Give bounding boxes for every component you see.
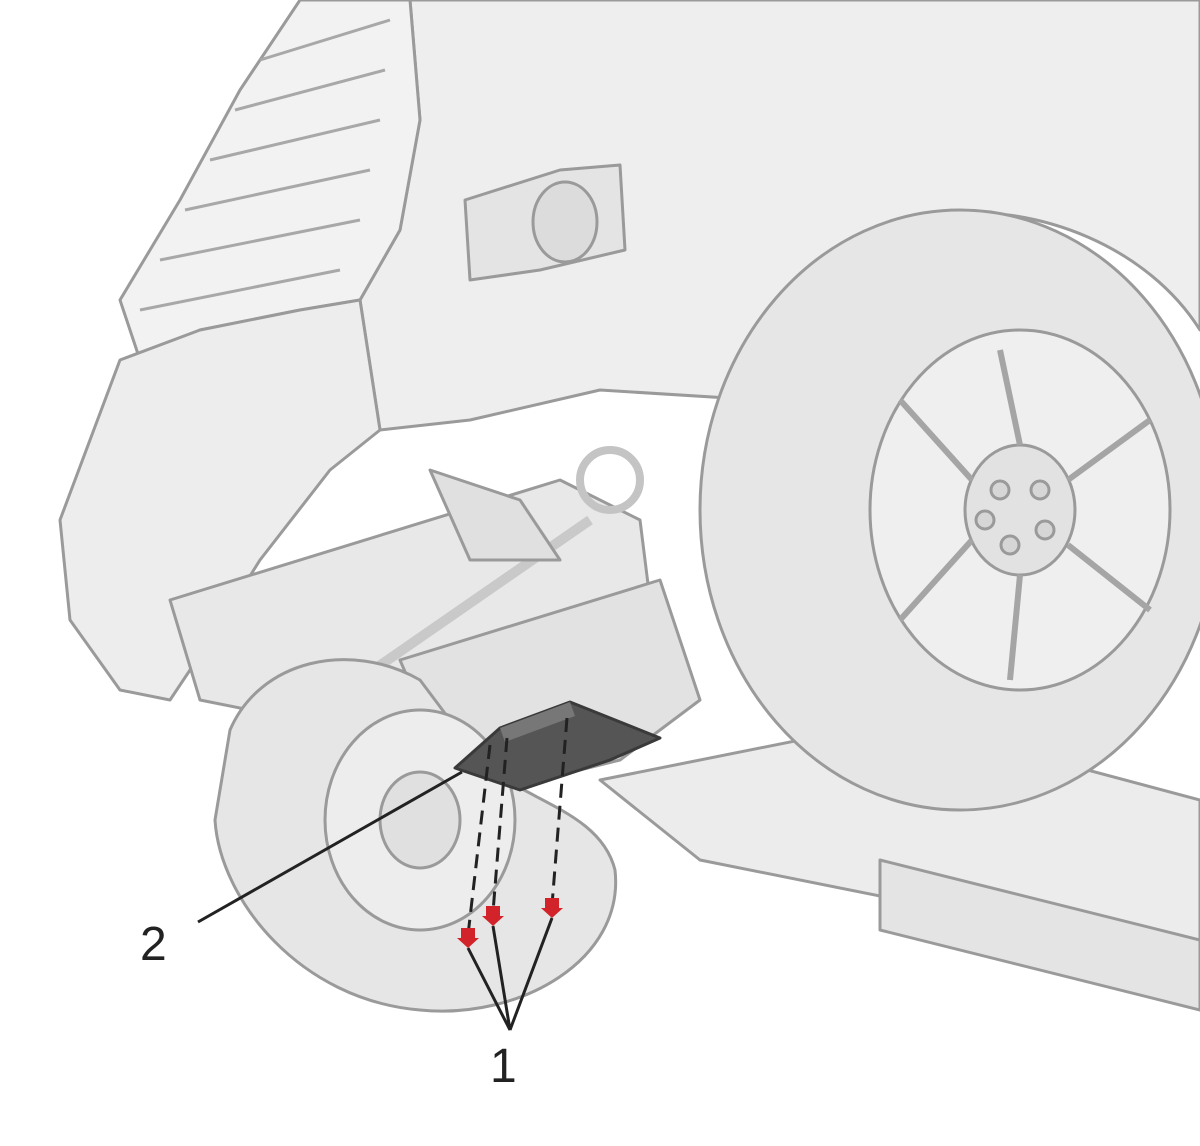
callout-label-1: 1 [490, 1040, 517, 1093]
right-front-wheel [698, 208, 1200, 812]
left-front-wheel [213, 658, 618, 1013]
red-bolt-marker [482, 906, 504, 926]
leader-line-1b [508, 917, 554, 1031]
leader-lines [197, 770, 554, 1031]
underbody-shield [453, 700, 662, 792]
leader-line-2 [197, 770, 463, 924]
grille-slats [139, 18, 391, 312]
red-bolt-marker [541, 898, 563, 918]
fasteners [457, 898, 563, 948]
callout-label-2: 2 [140, 918, 167, 971]
red-bolt-marker [457, 928, 479, 948]
vehicle-body [58, 0, 1200, 702]
fastener-dashed-lines [466, 717, 569, 936]
